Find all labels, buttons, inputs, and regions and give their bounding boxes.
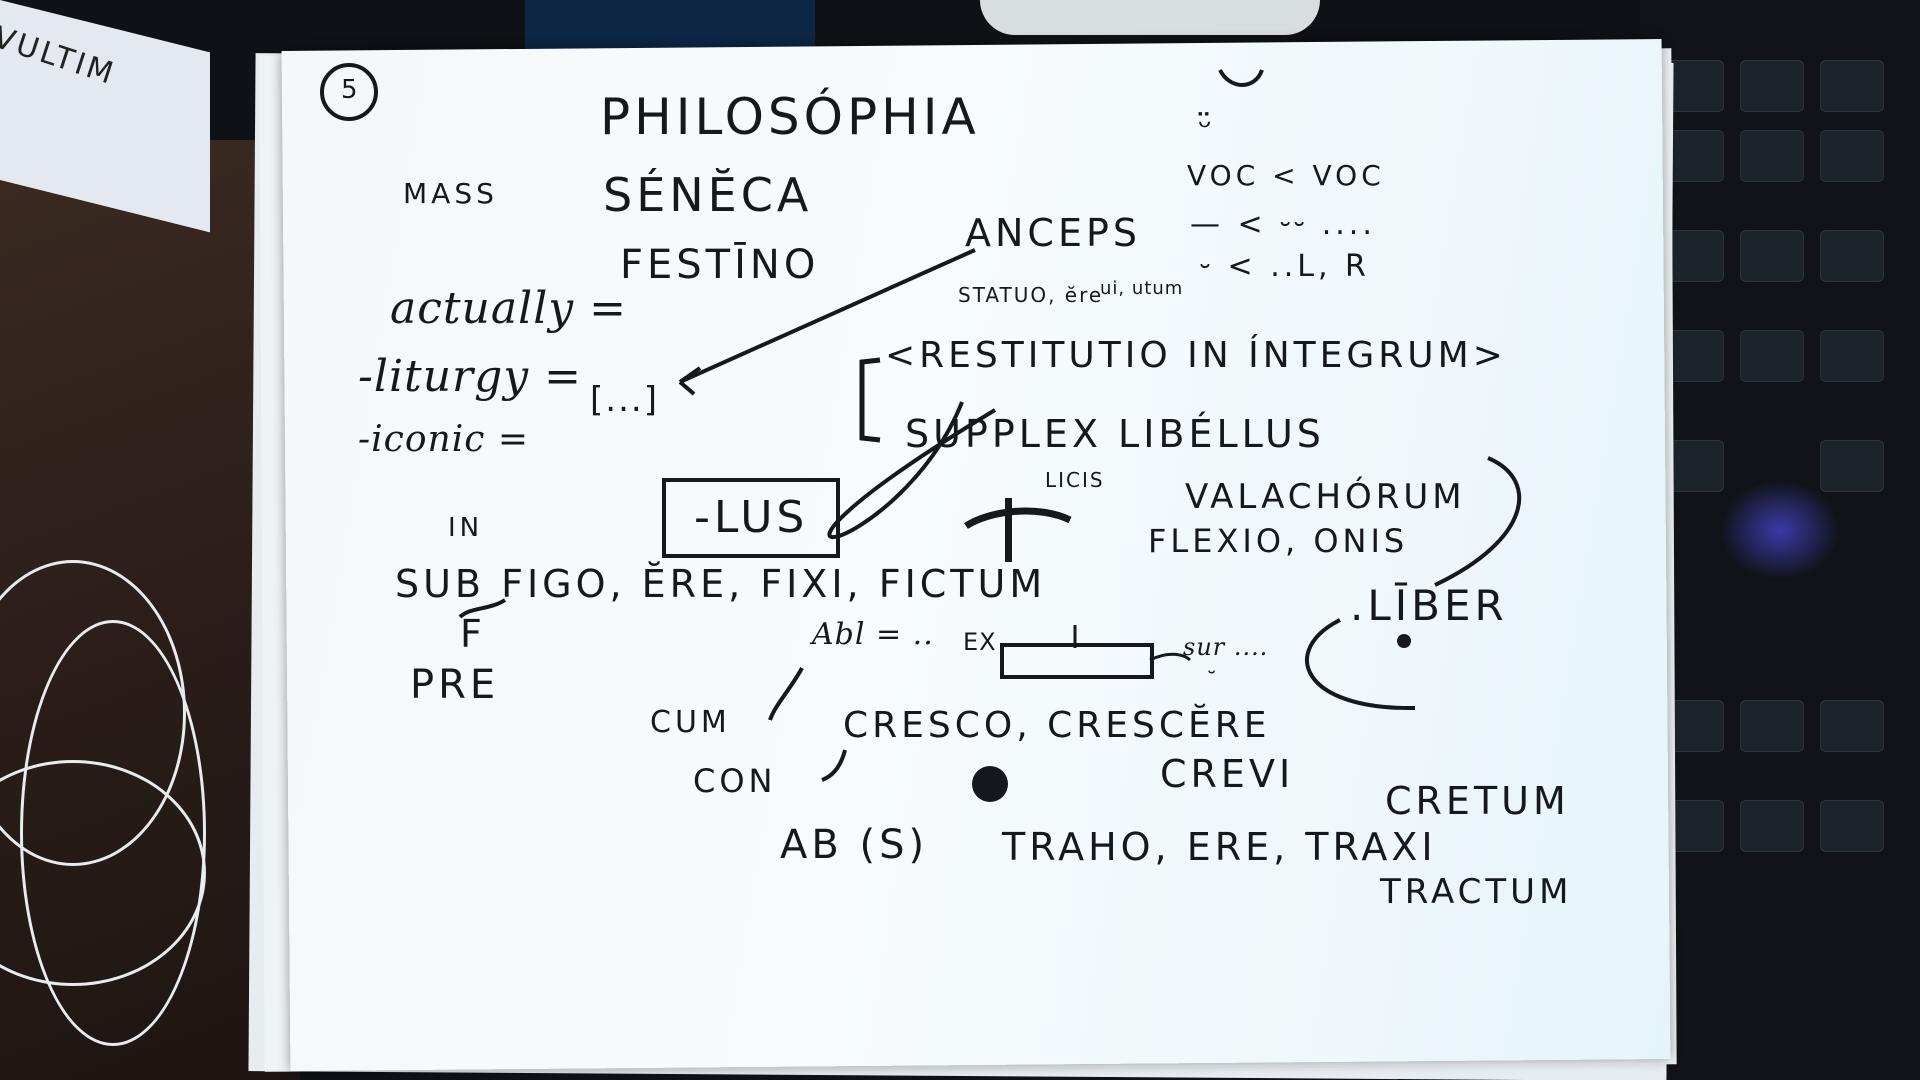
page-number-circle (320, 63, 378, 121)
keyboard-key (1740, 230, 1804, 282)
page-number: 5 (341, 75, 358, 105)
note-liber: .LĪBER (1350, 581, 1508, 630)
note-sur: sur .... (1183, 633, 1269, 661)
ex-rectangle (1000, 643, 1154, 679)
blue-object (525, 0, 815, 50)
keyboard-key (1820, 60, 1884, 112)
note-mass: MASS (403, 177, 498, 210)
exclamation-mark (1005, 498, 1012, 562)
note-licis: LICIS (1045, 468, 1105, 492)
note-supplex: SUPPLEX LIBÉLLUS (905, 412, 1325, 456)
note-actually: actually = (390, 283, 627, 334)
note-iconic: -iconic = (358, 419, 529, 460)
keyboard-key (1820, 130, 1884, 182)
gray-object (980, 0, 1320, 35)
note-tractum: TRACTUM (1380, 872, 1573, 912)
note-liturgy: -liturgy = (358, 351, 582, 402)
keyboard-key (1740, 800, 1804, 852)
note-valachorum: VALACHÓRUM (1185, 477, 1466, 517)
liber-curve (1434, 456, 1522, 587)
note-statuo: STATUO, ĕre (958, 283, 1104, 307)
note-short-rule: ⏑ < ..L, R (1200, 249, 1370, 284)
note-voc-rule: VOC < VOC (1187, 159, 1385, 192)
ink-dot-large (972, 766, 1008, 802)
brush-stroke (964, 507, 1072, 529)
note-ab-s: AB (S) (780, 822, 929, 868)
keyboard-key (1740, 130, 1804, 182)
keyboard-key (1740, 60, 1804, 112)
note-restitutio: <RESTITUTIO IN ÍNTEGRUM> (885, 335, 1507, 376)
note-anceps: ANCEPS (965, 211, 1141, 255)
note-seneca: SÉNĔCA (603, 168, 813, 222)
keyboard-key (1740, 700, 1804, 752)
note-abl: Abl = .. (812, 617, 934, 652)
anceps-arrow (679, 248, 976, 384)
keyboard-glow (1720, 480, 1840, 580)
note-pre: PRE (410, 662, 500, 708)
note-flexio: FLEXIO, ONIS (1148, 522, 1409, 560)
note-lus-box: -LUS (662, 478, 841, 558)
note-crevi: CREVI (1160, 752, 1295, 796)
sur-connector (1149, 652, 1192, 662)
con-stroke (821, 749, 847, 782)
smiley-mouth (1218, 68, 1264, 87)
note-sur-mark: ⏑ (1208, 660, 1220, 685)
note-cum: CUM (650, 705, 731, 740)
sub-stroke (458, 598, 507, 619)
smiley: ᵕ̈ (1198, 107, 1217, 147)
keyboard-key (1820, 800, 1884, 852)
cum-stroke (768, 667, 804, 721)
note-traho: TRAHO, ERE, TRAXI (1002, 825, 1437, 869)
note-sub-line: SUB FIGO, ĔRE, FIXI, FICTUM (395, 562, 1047, 606)
note-f: F (460, 612, 486, 656)
keyboard-key (1740, 330, 1804, 382)
keyboard-key (1820, 700, 1884, 752)
note-con: CON (693, 762, 777, 800)
note-title: PHILOSÓPHIA (600, 88, 980, 146)
note-long-rule: — < ⏑⏑ .... (1190, 207, 1376, 242)
curve-bracket (1305, 618, 1416, 711)
note-festino: FESTĪNO (620, 242, 820, 288)
ink-dot (1397, 634, 1411, 648)
note-ex: EX (963, 628, 997, 656)
bracket (859, 357, 881, 443)
note-ellipsis: [...] (590, 380, 659, 420)
keyboard-key (1820, 330, 1884, 382)
keyboard-key (1820, 230, 1884, 282)
note-cretum: CRETUM (1385, 779, 1570, 823)
arrow-head (678, 366, 702, 396)
note-statuo-forms: ui, utum (1100, 278, 1184, 299)
note-in: IN (448, 513, 484, 543)
note-cresco: CRESCO, CRESCĔRE (843, 705, 1271, 746)
